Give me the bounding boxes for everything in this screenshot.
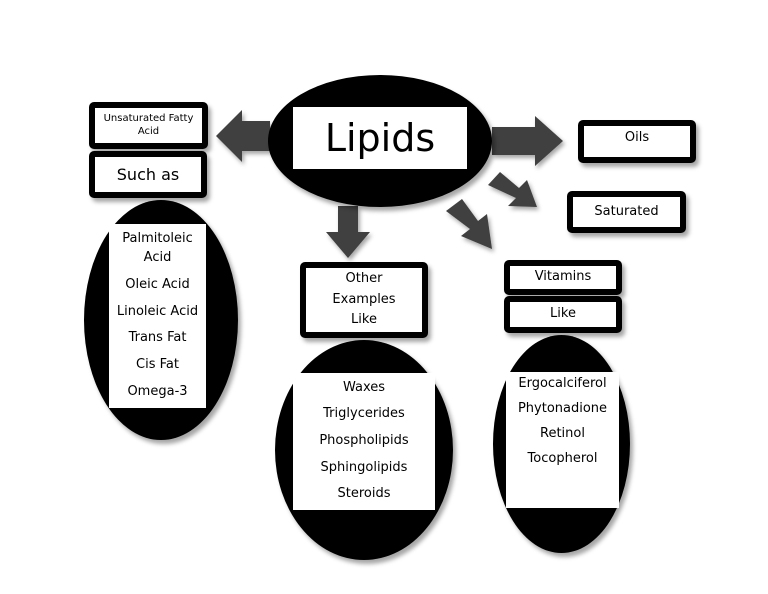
unsaturated-fatty-acid-box: Unsaturated Fatty Acid bbox=[89, 102, 208, 149]
unsaturated-example: Omega-3 bbox=[127, 384, 188, 400]
vitamin-example: Ergocalciferol bbox=[518, 376, 607, 391]
unsaturated-example: Cis Fat bbox=[136, 357, 179, 373]
arrow-to-other-examples bbox=[326, 206, 370, 258]
unsaturated-example: Palmitoleic Acid bbox=[122, 231, 193, 265]
other-examples-list: Waxes Triglycerides Phospholipids Sphing… bbox=[293, 373, 435, 510]
unsaturated-example: Linoleic Acid bbox=[116, 303, 199, 319]
unsaturated-examples-list: Palmitoleic Acid Oleic Acid Linoleic Aci… bbox=[109, 224, 206, 408]
lipids-title: Lipids bbox=[293, 107, 467, 169]
oils-label: Oils bbox=[584, 126, 690, 157]
vitamins-examples-list: Ergocalciferol Phytonadione Retinol Toco… bbox=[506, 372, 619, 508]
unsaturated-example: Trans Fat bbox=[128, 330, 187, 346]
vitamins-box: Vitamins bbox=[504, 260, 622, 295]
arrow-to-oils bbox=[492, 116, 563, 166]
unsaturated-fatty-acid-label: Unsaturated Fatty Acid bbox=[95, 108, 202, 143]
arrow-to-saturated bbox=[488, 172, 537, 207]
saturated-label: Saturated bbox=[573, 197, 680, 227]
other-examples-label: Other Examples Like bbox=[306, 268, 422, 332]
arrow-to-unsaturated bbox=[216, 110, 270, 162]
oils-box: Oils bbox=[578, 120, 696, 163]
other-example: Phospholipids bbox=[319, 433, 409, 449]
vitamin-example: Tocopherol bbox=[527, 450, 598, 466]
other-examples-box: Other Examples Like bbox=[300, 262, 428, 338]
like-box: Like bbox=[504, 296, 622, 333]
other-example: Waxes bbox=[342, 379, 386, 395]
saturated-box: Saturated bbox=[567, 191, 686, 233]
like-label: Like bbox=[510, 302, 616, 327]
other-example: Steroids bbox=[337, 486, 391, 502]
such-as-box: Such as bbox=[89, 151, 207, 198]
vitamin-example: Retinol bbox=[540, 425, 585, 441]
other-example: Sphingolipids bbox=[320, 459, 408, 475]
arrow-to-vitamins bbox=[446, 199, 492, 249]
other-example: Triglycerides bbox=[323, 406, 405, 422]
such-as-label: Such as bbox=[95, 157, 201, 192]
vitamins-label: Vitamins bbox=[510, 266, 616, 289]
vitamin-example: Phytonadione bbox=[517, 400, 608, 416]
unsaturated-example: Oleic Acid bbox=[125, 276, 190, 292]
